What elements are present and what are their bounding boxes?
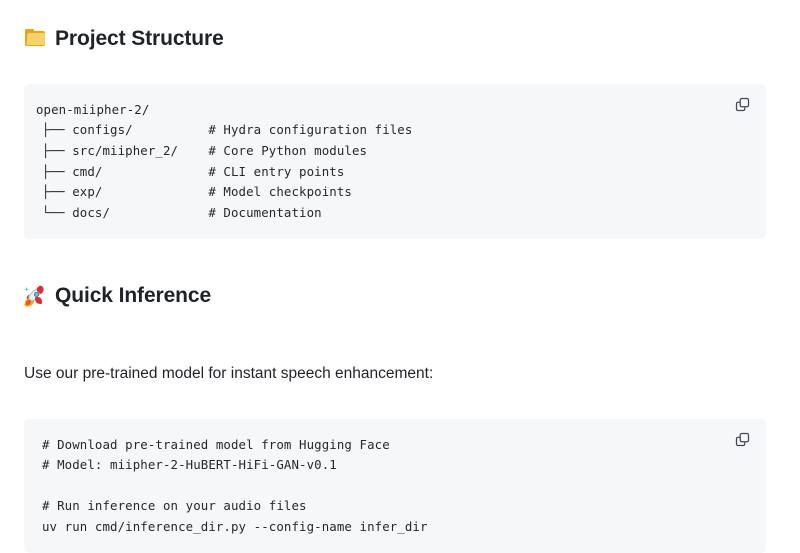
code-line: └── docs/ # Documentation — [42, 205, 322, 220]
code-block-project-structure: open-miipher-2/ ├── configs/ # Hydra con… — [24, 84, 766, 240]
quick-inference-description: Use our pre-trained model for instant sp… — [0, 362, 800, 385]
code-content-project-structure: open-miipher-2/ ├── configs/ # Hydra con… — [42, 100, 748, 224]
section-title: Quick Inference — [55, 285, 211, 306]
section-title: Project Structure — [55, 28, 224, 49]
code-line: ├── src/miipher_2/ # Core Python modules — [42, 143, 367, 158]
copy-icon-button[interactable] — [729, 428, 755, 452]
code-line: ├── exp/ # Model checkpoints — [42, 184, 352, 199]
code-first-line: open-miipher-2/ — [36, 102, 149, 117]
code-line: # Download pre-trained model from Huggin… — [42, 437, 390, 452]
section-heading-quick-inference: Quick Inference — [0, 285, 800, 307]
code-block-quick-inference: # Download pre-trained model from Huggin… — [24, 419, 766, 553]
copy-icon-button[interactable] — [729, 93, 755, 117]
folder-icon — [24, 27, 46, 49]
code-content-quick-inference: # Download pre-trained model from Huggin… — [42, 435, 748, 538]
code-line: # Model: miipher-2-HuBERT-HiFi-GAN-v0.1 — [42, 457, 337, 472]
code-line: # Run inference on your audio files — [42, 498, 307, 513]
rocket-icon — [24, 285, 46, 307]
copy-icon — [735, 97, 750, 112]
readme-page: Project Structure open-miipher-2/ ├── co… — [0, 0, 800, 471]
section-heading-project-structure: Project Structure — [0, 27, 800, 49]
code-line: ├── configs/ # Hydra configuration files — [42, 122, 412, 137]
copy-icon — [735, 432, 750, 447]
code-line: uv run cmd/inference_dir.py --config-nam… — [42, 519, 428, 534]
code-line: ├── cmd/ # CLI entry points — [42, 164, 344, 179]
